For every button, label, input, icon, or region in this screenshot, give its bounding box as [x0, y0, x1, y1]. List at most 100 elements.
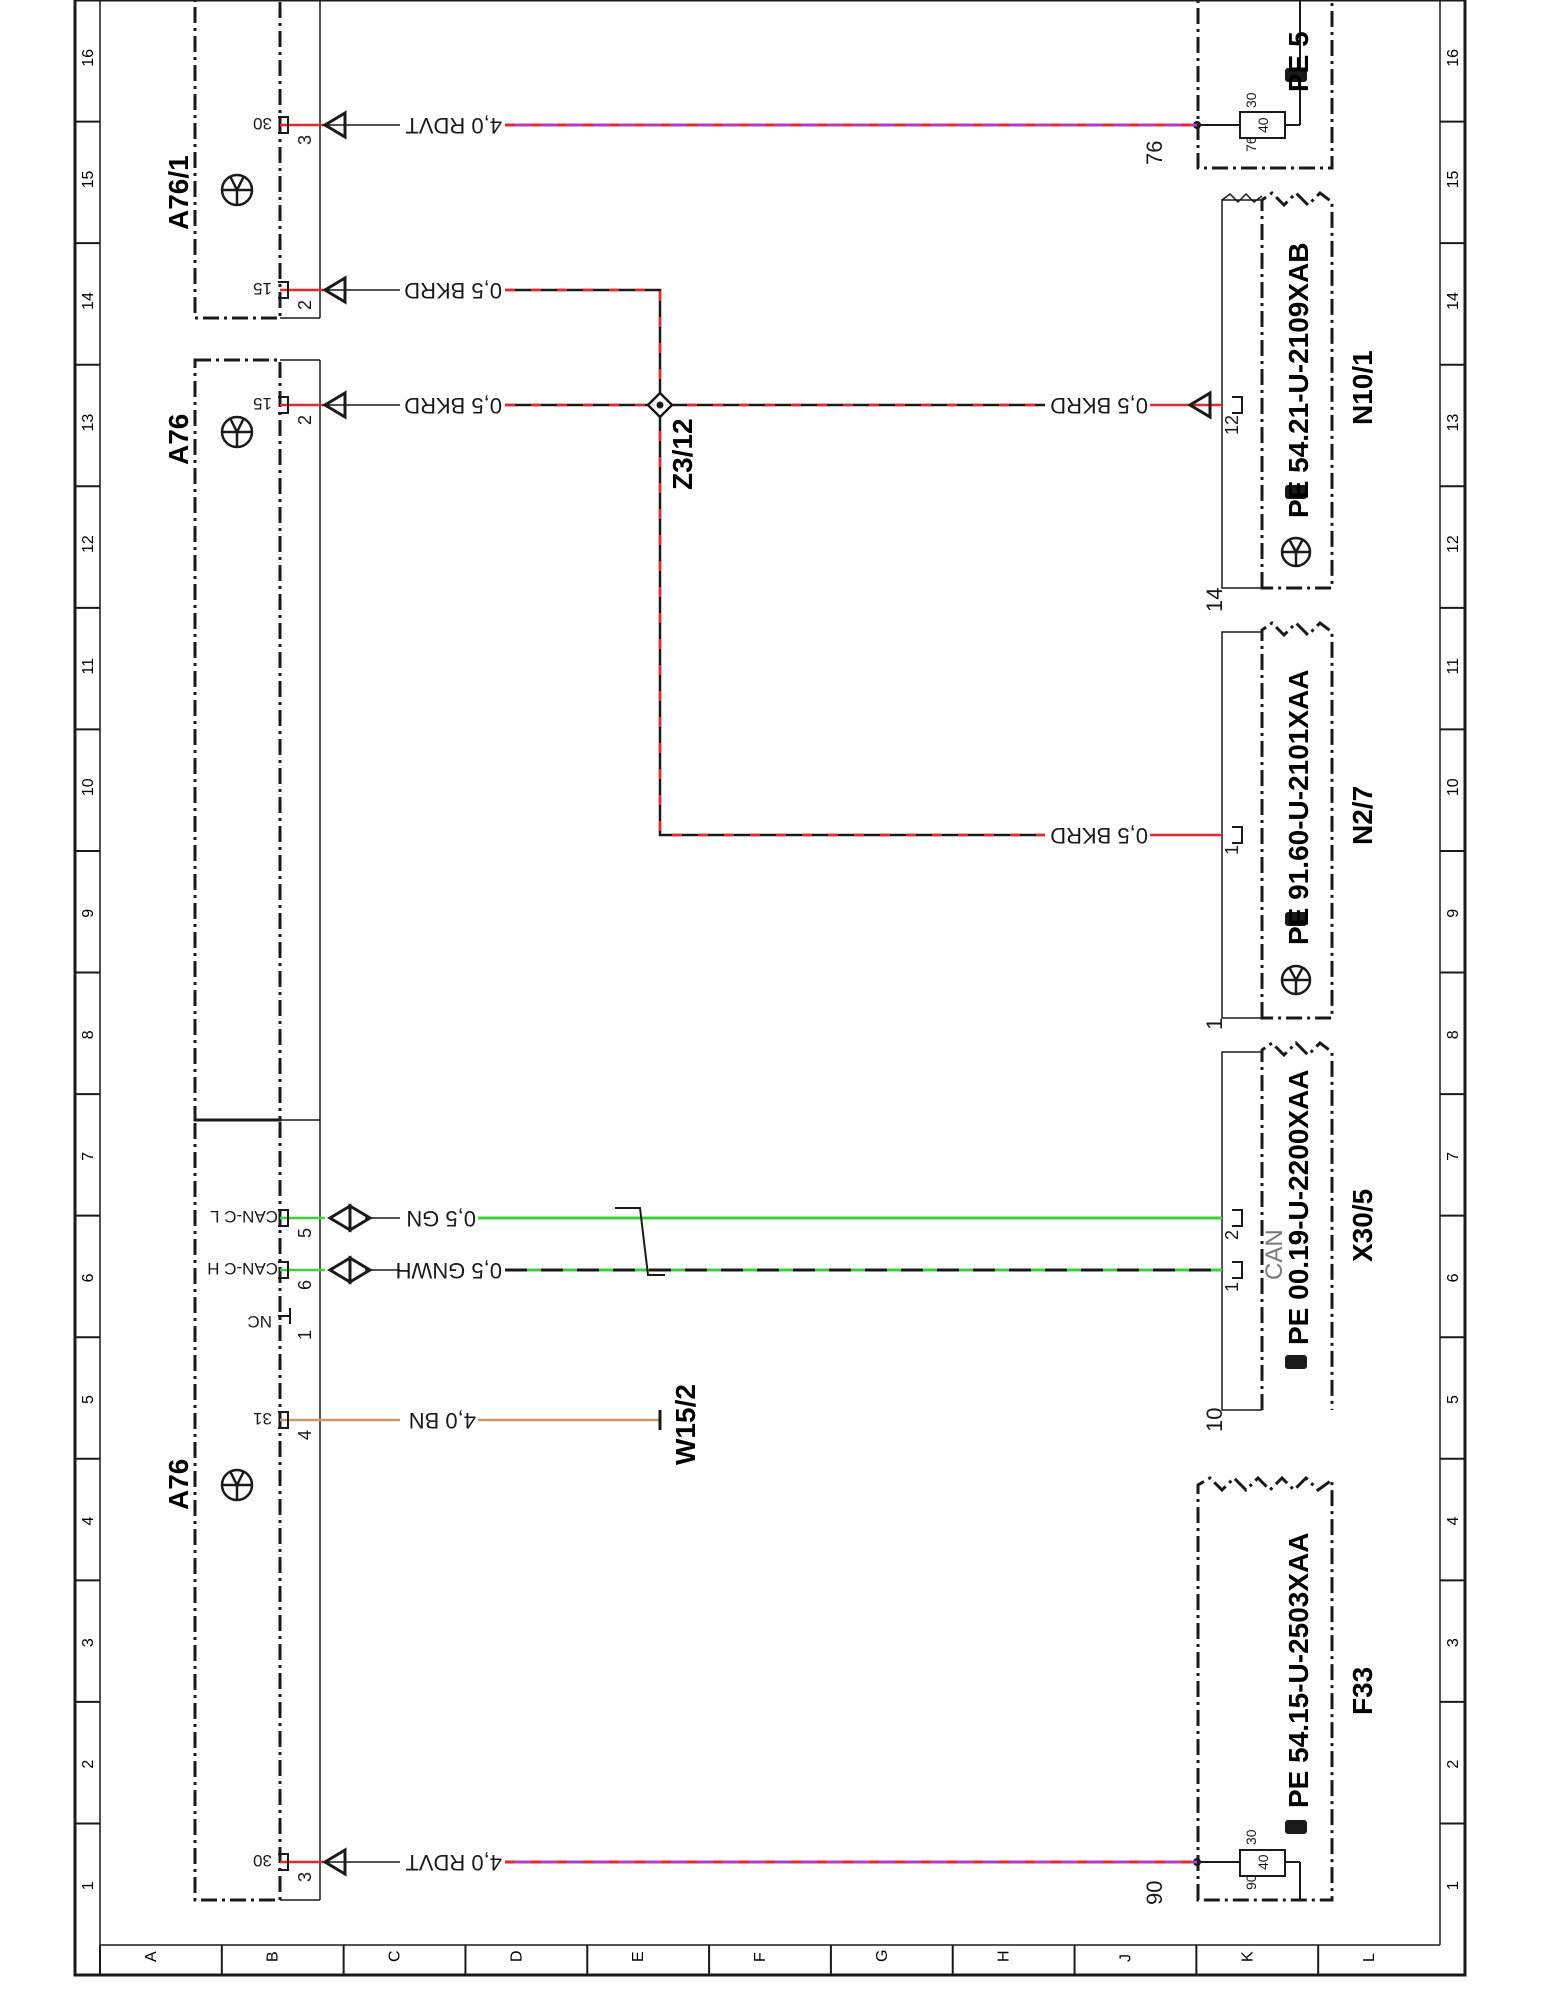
column-label: 12 [1445, 535, 1462, 553]
row-label: H [996, 1950, 1013, 1962]
column-label: 3 [1445, 1638, 1462, 1647]
column-label: 4 [1445, 1517, 1462, 1526]
pe-code-x30-5: PE 00.19-U-2200XAA [1283, 1070, 1314, 1345]
module-icon [1280, 536, 1312, 996]
right-terminal-markers [1232, 396, 1243, 1279]
module-x30-5[interactable] [1221, 1040, 1334, 1411]
label-w15-2: W15/2 [670, 1384, 701, 1465]
label-x30-5: X30/5 [1347, 1189, 1378, 1262]
wire-label-rdvt-16: 4,0 RDVT [405, 113, 502, 138]
label-n2-7: N2/7 [1347, 786, 1378, 845]
pin-2-a76: 2 [295, 415, 315, 425]
wire-label-bkrd-n10: 0,5 BKRD [1050, 393, 1148, 418]
module-n2-7[interactable] [1221, 620, 1334, 1020]
wire-bkrd-n2-7[interactable] [658, 405, 1222, 837]
connector-arrows [322, 110, 1212, 1877]
x30-pin-2: 2 [1222, 1230, 1242, 1240]
top-pin-76: 76 [1142, 141, 1167, 165]
column-label: 5 [1445, 1395, 1462, 1404]
f33-fuse-40: 40 [1255, 1854, 1271, 1870]
terminal-marker [278, 1261, 289, 1279]
module-icon [220, 173, 254, 1502]
column-label: 10 [1445, 778, 1462, 796]
twisted-pair-marker [615, 1207, 665, 1276]
column-label: 7 [1445, 1152, 1462, 1161]
column-grid-ticks [75, 0, 1465, 1825]
right-pin-numbers: 90 90 30 40 10 1 2 1 1 14 12 76 76 30 40 [1142, 92, 1271, 1905]
terminal-30-lower: 30 [253, 1851, 272, 1870]
pin-1: 1 [295, 1330, 315, 1340]
wire-label-gn: 0,5 GN [406, 1206, 476, 1231]
column-label: 15 [80, 170, 97, 188]
row-grid-ticks [99, 1945, 1320, 1975]
row-label: F [752, 1952, 769, 1962]
pin-2-a76-1: 2 [295, 300, 315, 310]
row-label: G [874, 1950, 891, 1962]
column-label: 11 [1445, 658, 1462, 675]
label-z3-12: Z3/12 [667, 418, 698, 490]
f33-pin-90-inner: 90 [1243, 1874, 1259, 1890]
n2-pin-1: 1 [1222, 845, 1242, 855]
can-label: CAN [1261, 1229, 1288, 1280]
pe-code-top-right: PE 5 [1283, 31, 1314, 92]
n10-pin-12: 12 [1222, 415, 1242, 435]
module-top-right[interactable] [1193, 0, 1334, 170]
module-a76-upper[interactable] [193, 358, 321, 1122]
column-label: 9 [80, 909, 97, 918]
row-label: D [508, 1950, 525, 1962]
terminal-15-a76: 15 [253, 394, 272, 413]
f33-pin-30: 30 [1243, 1829, 1259, 1845]
row-label: L [1361, 1953, 1378, 1962]
drawing-frame [73, 0, 1467, 1977]
label-a76-lower: A76 [163, 1459, 194, 1510]
wire-bn-ground[interactable] [280, 1410, 662, 1430]
pin-6: 6 [295, 1280, 315, 1290]
column-label: 13 [1445, 414, 1462, 432]
n10-pin-14: 14 [1202, 588, 1227, 612]
wire-label-bn: 4,0 BN [409, 1408, 476, 1433]
column-label: 16 [1445, 49, 1462, 67]
column-label: 9 [1445, 909, 1462, 918]
row-label: E [630, 1951, 647, 1962]
terminal-marker [278, 281, 289, 299]
column-label: 7 [80, 1152, 97, 1161]
column-label: 8 [1445, 1030, 1462, 1039]
row-label: C [387, 1950, 404, 1962]
wire-labels: 4,0 RDVT 4,0 RDVT 0,5 BKRD 0,5 BKRD 0,5 … [396, 113, 1148, 1875]
top-fuse-40: 40 [1255, 117, 1271, 133]
column-label: 12 [80, 535, 97, 553]
terminal-markers [278, 116, 291, 1871]
label-a76-1: A76/1 [163, 155, 194, 230]
terminal-marker [278, 1853, 289, 1871]
column-label: 4 [80, 1517, 97, 1526]
hand-pointer-icon [1285, 68, 1307, 1834]
terminal-marker [278, 1411, 289, 1429]
x30-pin-10: 10 [1202, 1408, 1227, 1432]
column-label: 3 [80, 1638, 97, 1647]
column-label: 15 [1445, 170, 1462, 188]
module-a76-1[interactable] [193, 0, 321, 320]
column-label: 2 [80, 1760, 97, 1769]
module-n10-1[interactable] [1221, 190, 1334, 590]
wire-label-bkrd-14: 0,5 BKRD [404, 278, 502, 303]
splice-z3-12[interactable] [646, 391, 674, 419]
column-label: 6 [1445, 1273, 1462, 1282]
column-label: 16 [80, 49, 97, 67]
column-label: 2 [1445, 1760, 1462, 1769]
wire-bkrd-col14[interactable] [280, 288, 662, 405]
pin-5: 5 [295, 1228, 315, 1238]
top-pin-30: 30 [1243, 92, 1259, 108]
column-label: 14 [1445, 292, 1462, 310]
wire-label-bkrd-n2: 0,5 BKRD [1050, 823, 1148, 848]
terminal-31: 31 [253, 1409, 272, 1428]
label-f33: F33 [1347, 1667, 1378, 1715]
x30-pin-1: 1 [1222, 1282, 1242, 1292]
pin-3-lower: 3 [295, 1872, 315, 1882]
column-label: 11 [80, 658, 97, 675]
module-a76-lower[interactable] [193, 1118, 321, 1902]
label-n10-1: N10/1 [1347, 350, 1378, 425]
wire-label-bkrd-13: 0,5 BKRD [404, 393, 502, 418]
